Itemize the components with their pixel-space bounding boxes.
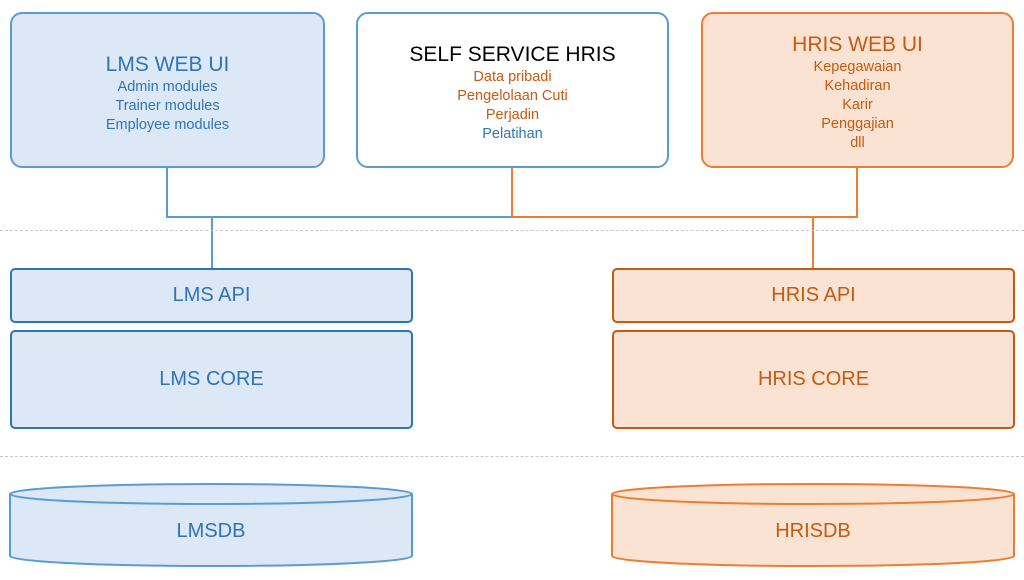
hris-web-ui-title: HRIS WEB UI bbox=[792, 33, 923, 56]
lms-web-ui-title: LMS WEB UI bbox=[105, 53, 230, 76]
hris-web-ui-item: Kepegawaian bbox=[813, 59, 902, 75]
lms-web-ui-item: Employee modules bbox=[105, 117, 230, 133]
hris-core-box: HRIS CORE bbox=[612, 330, 1015, 429]
self-service-hris-box: SELF SERVICE HRIS Data pribadi Pengelola… bbox=[356, 12, 669, 168]
connector-lms-ui-to-lms-api bbox=[166, 168, 213, 268]
connector-self-service-to-hris bbox=[511, 168, 858, 218]
hris-web-ui-box: HRIS WEB UI Kepegawaian Kehadiran Karir … bbox=[701, 12, 1014, 168]
hris-web-ui-item: dll bbox=[850, 135, 865, 151]
hris-web-ui-item: Karir bbox=[842, 97, 873, 113]
hris-api-box: HRIS API bbox=[612, 268, 1015, 323]
self-service-item: Pengelolaan Cuti bbox=[457, 88, 568, 104]
layer-divider-bottom bbox=[0, 456, 1024, 457]
hris-web-ui-item: Penggajian bbox=[821, 116, 894, 132]
lms-web-ui-item: Admin modules bbox=[117, 79, 218, 95]
lmsdb-cylinder bbox=[9, 483, 413, 567]
lmsdb-label: LMSDB bbox=[176, 519, 246, 542]
self-service-item: Pelatihan bbox=[482, 126, 543, 142]
hrisdb-cylinder bbox=[611, 483, 1015, 567]
self-service-item: Data pribadi bbox=[473, 69, 552, 85]
lms-web-ui-item: Trainer modules bbox=[115, 98, 220, 114]
lms-api-box: LMS API bbox=[10, 268, 413, 323]
self-service-item: Perjadin bbox=[485, 107, 540, 123]
lms-web-ui-box: LMS WEB UI Admin modules Trainer modules… bbox=[10, 12, 325, 168]
hris-web-ui-item: Kehadiran bbox=[824, 78, 891, 94]
hrisdb-label: HRISDB bbox=[775, 519, 851, 542]
layer-divider-top bbox=[0, 230, 1024, 231]
self-service-title: SELF SERVICE HRIS bbox=[409, 43, 616, 66]
lms-core-box: LMS CORE bbox=[10, 330, 413, 429]
